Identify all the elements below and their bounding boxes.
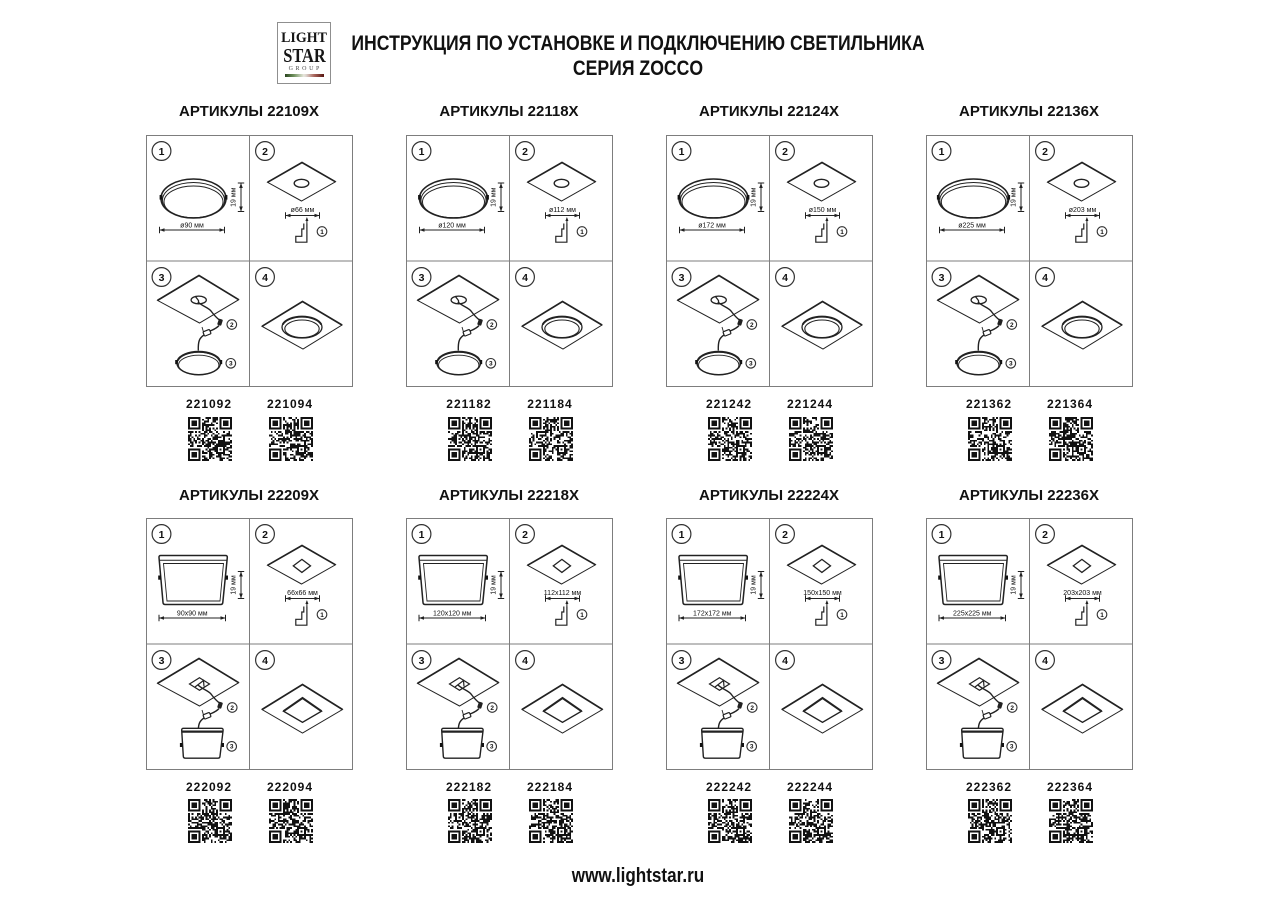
svg-text:1: 1 [678,528,684,540]
svg-text:120x120 мм: 120x120 мм [433,610,472,617]
svg-text:2: 2 [522,146,528,158]
svg-text:4: 4 [262,654,268,666]
svg-text:2: 2 [262,146,268,158]
svg-text:150x150 мм: 150x150 мм [803,590,842,597]
svg-text:112x112 мм: 112x112 мм [543,590,581,597]
svg-text:1: 1 [1100,611,1104,618]
svg-text:2: 2 [230,704,234,711]
svg-text:3: 3 [1009,743,1013,750]
svg-text:1: 1 [320,611,324,618]
svg-text:1: 1 [1100,229,1104,236]
svg-text:19 мм: 19 мм [490,575,497,595]
svg-text:3: 3 [938,654,944,666]
svg-text:3: 3 [748,361,752,368]
svg-text:2: 2 [782,146,788,158]
svg-text:3: 3 [228,361,232,368]
svg-text:4: 4 [262,272,268,284]
svg-text:3: 3 [749,743,753,750]
svg-text:4: 4 [1042,654,1048,666]
svg-text:ø66 мм: ø66 мм [290,207,314,214]
svg-text:2: 2 [782,528,788,540]
svg-text:1: 1 [938,528,944,540]
svg-text:ø172 мм: ø172 мм [698,222,726,229]
svg-text:2: 2 [1042,146,1048,158]
svg-text:2: 2 [750,704,754,711]
svg-text:90x90 мм: 90x90 мм [176,610,207,617]
svg-text:2: 2 [1010,704,1014,711]
svg-text:19 мм: 19 мм [490,187,497,207]
svg-text:3: 3 [678,654,684,666]
svg-text:2: 2 [262,528,268,540]
svg-text:4: 4 [782,272,788,284]
svg-text:1: 1 [840,611,844,618]
svg-text:2: 2 [490,704,494,711]
svg-text:172x172 мм: 172x172 мм [693,610,732,617]
svg-text:3: 3 [1008,361,1012,368]
svg-text:3: 3 [229,743,233,750]
svg-text:ø225 мм: ø225 мм [958,222,986,229]
svg-text:4: 4 [522,272,528,284]
svg-text:2: 2 [522,528,528,540]
svg-text:ø150 мм: ø150 мм [808,207,836,214]
svg-text:3: 3 [418,654,424,666]
svg-text:1: 1 [418,146,424,158]
svg-text:203x203 мм: 203x203 мм [1063,590,1102,597]
svg-text:4: 4 [782,654,788,666]
svg-text:3: 3 [488,361,492,368]
svg-text:19 мм: 19 мм [1010,575,1017,595]
svg-text:3: 3 [158,272,164,284]
svg-text:3: 3 [418,272,424,284]
svg-text:3: 3 [489,743,493,750]
svg-text:ø120 мм: ø120 мм [438,222,466,229]
svg-text:1: 1 [580,229,584,236]
svg-text:1: 1 [158,528,164,540]
svg-text:2: 2 [489,322,493,329]
svg-text:2: 2 [229,322,233,329]
svg-text:1: 1 [678,146,684,158]
svg-text:2: 2 [1009,322,1013,329]
svg-text:ø90 мм: ø90 мм [180,222,204,229]
svg-text:1: 1 [158,146,164,158]
svg-text:19 мм: 19 мм [1010,187,1017,207]
svg-text:66x66 мм: 66x66 мм [287,590,318,597]
svg-text:3: 3 [158,654,164,666]
svg-text:4: 4 [1042,272,1048,284]
svg-text:225x225 мм: 225x225 мм [953,610,992,617]
svg-text:4: 4 [522,654,528,666]
svg-text:1: 1 [418,528,424,540]
svg-text:1: 1 [320,229,324,236]
svg-text:19 мм: 19 мм [750,575,757,595]
svg-text:2: 2 [1042,528,1048,540]
svg-text:1: 1 [840,229,844,236]
svg-text:19 мм: 19 мм [750,187,757,207]
svg-text:3: 3 [678,272,684,284]
svg-text:ø203 мм: ø203 мм [1068,207,1096,214]
svg-text:ø112 мм: ø112 мм [548,207,575,214]
svg-text:1: 1 [938,146,944,158]
svg-text:1: 1 [580,611,584,618]
svg-text:3: 3 [938,272,944,284]
svg-text:19 мм: 19 мм [230,187,237,207]
svg-text:2: 2 [749,322,753,329]
svg-text:19 мм: 19 мм [230,575,237,595]
